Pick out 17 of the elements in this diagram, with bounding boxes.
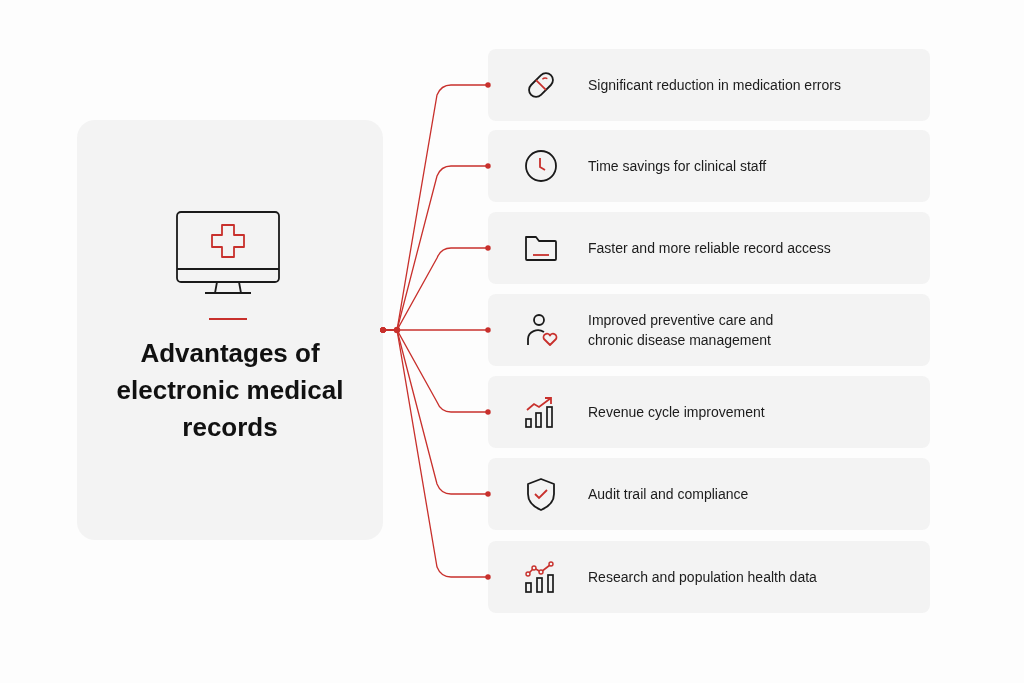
benefit-card (488, 458, 930, 530)
benefit-card (488, 212, 930, 284)
connector (380, 327, 491, 580)
benefit-text: Time savings for clinical staff (588, 157, 768, 176)
benefit-card (488, 376, 930, 448)
title-text: Advantages of electronic medical records (115, 337, 345, 444)
benefit-card (488, 294, 930, 366)
benefit-text: Improved preventive care and chronic disease management (588, 311, 775, 350)
title-panel (77, 120, 383, 540)
benefit-text: Research and population health data (588, 568, 818, 587)
benefit-text: Revenue cycle improvement (588, 403, 766, 422)
benefit-card (488, 49, 930, 121)
benefit-text: Audit trail and compliance (588, 485, 750, 504)
benefit-text: Faster and more reliable record access (588, 239, 832, 258)
benefit-card (488, 130, 930, 202)
benefit-card (488, 541, 930, 613)
benefit-text: Significant reduction in medication errors (588, 76, 842, 95)
